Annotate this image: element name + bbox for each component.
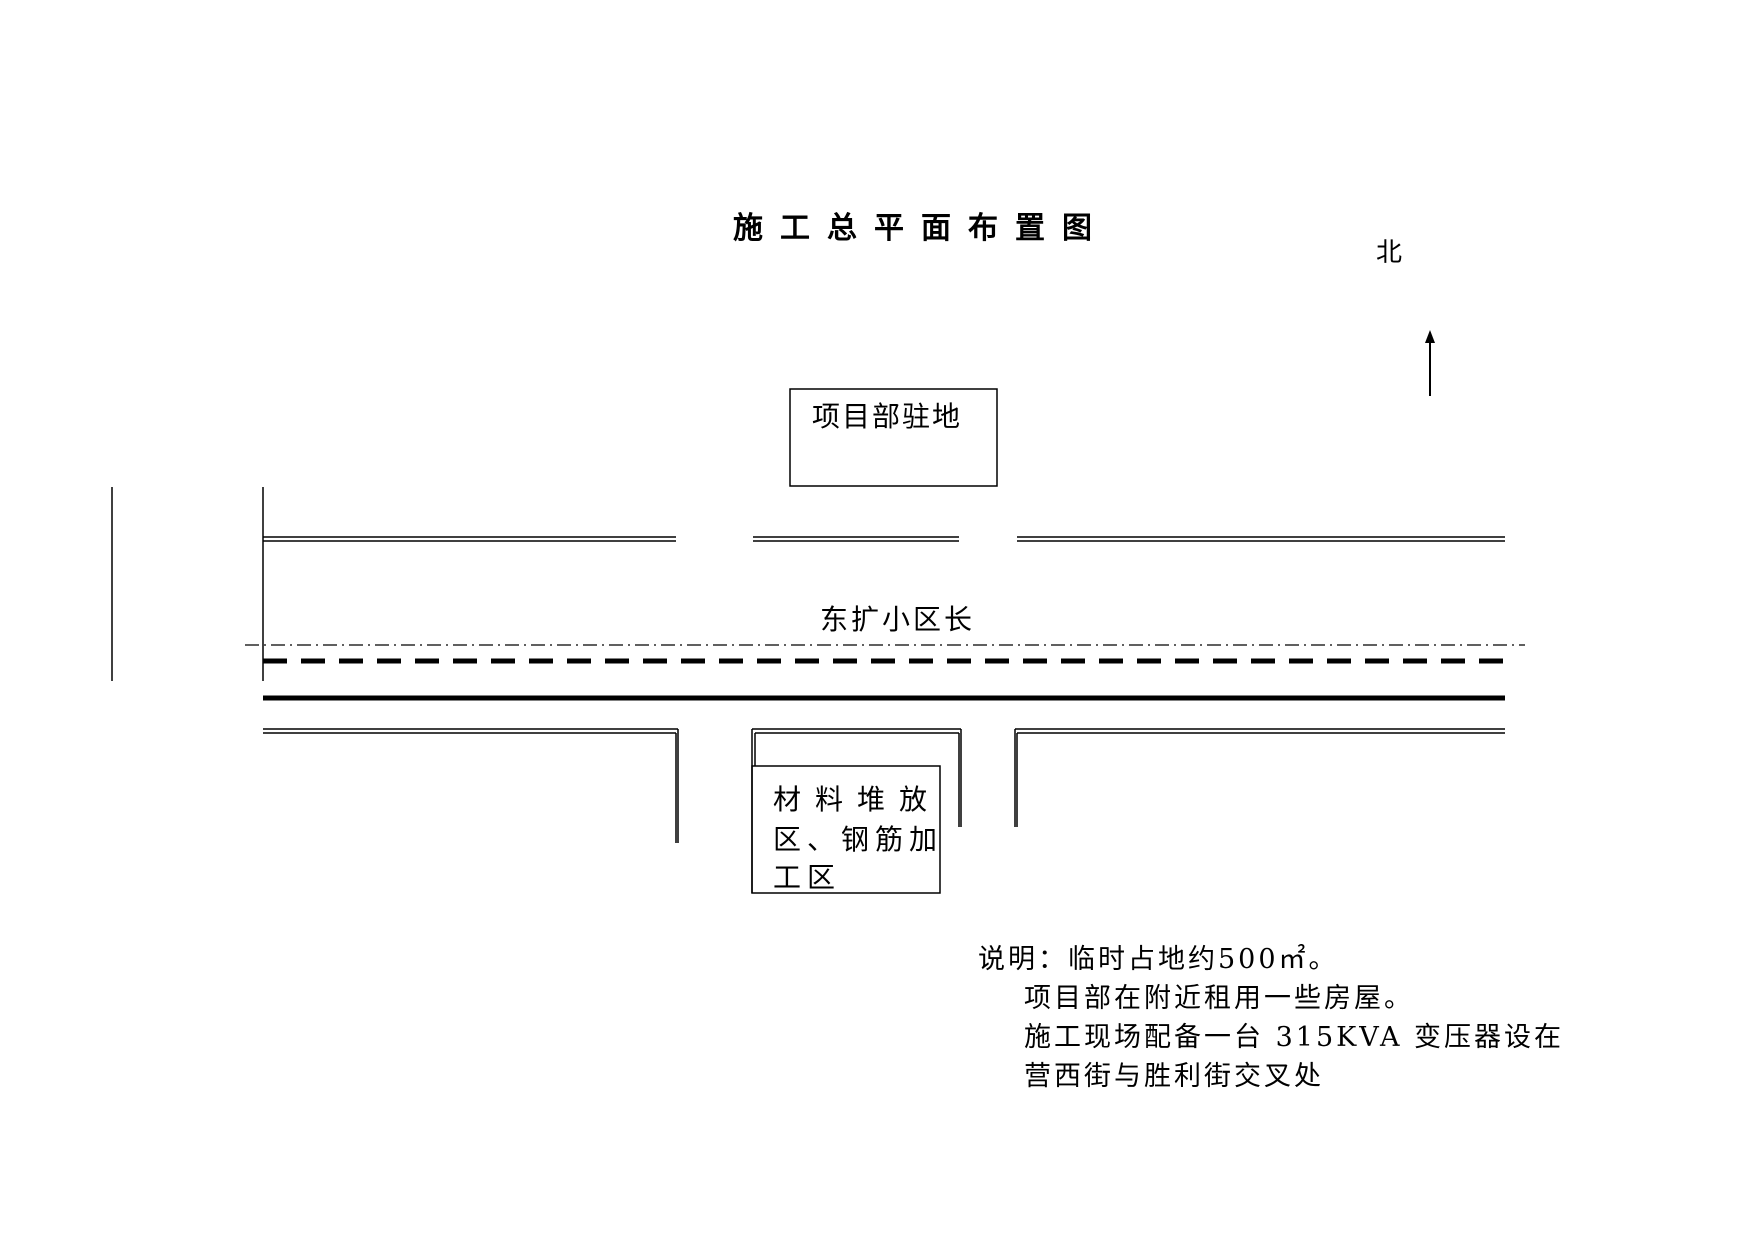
material-area-label-line1: 材料堆放 [773, 783, 942, 816]
project-site-label: 项目部驻地 [812, 400, 963, 433]
drawing-title: 施工总平面布置图 [733, 211, 1109, 246]
south-side-road-lines [675, 729, 1018, 893]
notes-line1: 说明：临时占地约500㎡。 [978, 944, 1339, 975]
material-area-label-line3: 工区 [773, 861, 842, 894]
north-arrow-icon [1425, 330, 1435, 396]
north-label: 北 [1376, 238, 1403, 268]
material-area-box [751, 765, 941, 894]
north-road-edge [263, 536, 1505, 542]
material-area-label-line2: 区、钢筋加 [773, 823, 944, 856]
notes-line2: 项目部在附近租用一些房屋。 [1024, 983, 1414, 1014]
notes-line4: 营西街与胜利街交叉处 [1024, 1061, 1324, 1092]
project-site-box [789, 388, 998, 487]
road-label: 东扩小区长 [820, 603, 976, 636]
south-road-edge [263, 728, 1505, 734]
notes-line3: 施工现场配备一台 315KVA 变压器设在 [1024, 1022, 1565, 1053]
